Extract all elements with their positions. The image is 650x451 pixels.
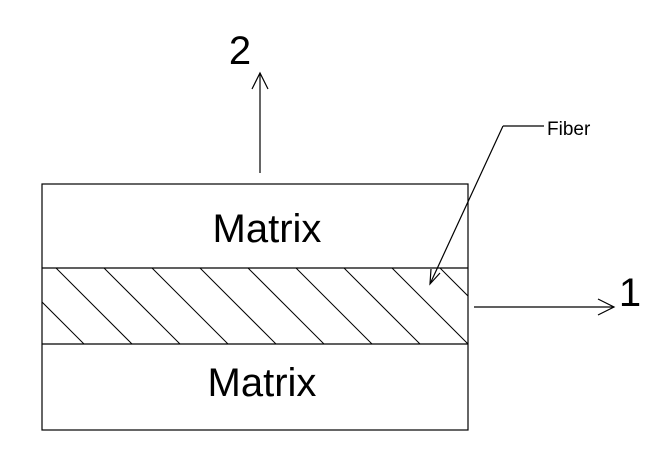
axis-1-arrow: [474, 298, 616, 316]
top-layer-label: Matrix: [213, 207, 322, 251]
bottom-layer-label: Matrix: [208, 361, 317, 405]
axis-1-label: 1: [619, 271, 641, 315]
axis-2-arrow: [251, 71, 269, 173]
fiber-label: Fiber: [547, 119, 591, 140]
lamina-outline: [41, 183, 469, 431]
fiber-hatching: [42, 268, 468, 344]
fiber-leader-line: [429, 125, 544, 286]
axis-2-label: 2: [229, 29, 251, 73]
